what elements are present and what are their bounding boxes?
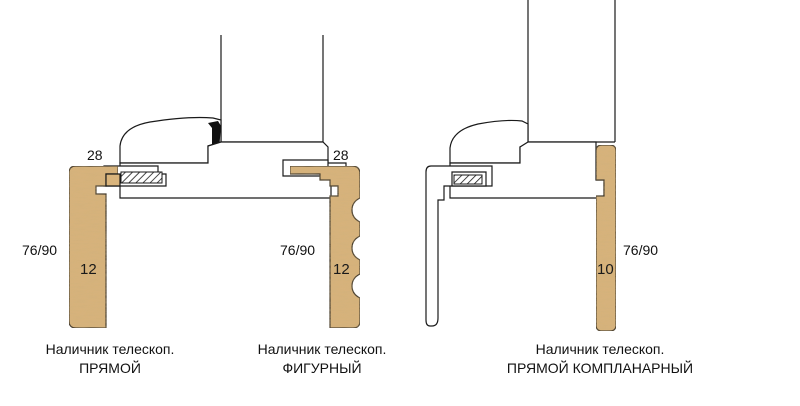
casing-straight-tongue [105,173,121,187]
caption-shaped-line2: ФИГУРНЫЙ [282,360,362,376]
door-leaf [220,35,324,143]
door-stop-coplanar [449,119,529,164]
top-dimension-straight: 28 [87,147,103,163]
top-dimension-shaped: 28 [333,147,349,163]
caption-coplanar-line1: Наличник телескоп. [535,341,665,357]
side-dimension-shaped: 76/90 [280,242,316,258]
thickness-straight: 12 [80,261,97,278]
left-hatched-insert [120,171,163,184]
caption-straight: Наличник телескоп. ПРЯМОЙ [0,340,240,378]
coplanar-hatched-insert [453,174,483,185]
caption-straight-line2: ПРЯМОЙ [79,360,141,376]
door-leaf-coplanar [527,0,616,143]
caption-coplanar: Наличник телескоп. ПРЯМОЙ КОМПЛАНАРНЫЙ [470,340,730,378]
casing-coplanar [595,144,617,332]
side-dimension-coplanar: 76/90 [623,242,659,258]
thickness-shaped: 12 [333,261,350,278]
caption-shaped: Наличник телескоп. ФИГУРНЫЙ [192,340,452,378]
side-dimension-straight: 76/90 [22,242,58,258]
right-assembly [425,0,616,327]
caption-coplanar-line2: ПРЯМОЙ КОМПЛАНАРНЫЙ [506,360,694,376]
thickness-coplanar: 10 [597,261,614,278]
casing-shaped [289,165,361,329]
caption-straight-line1: Наличник телескоп. [45,341,175,357]
casing-straight [68,165,119,329]
door-stop [119,116,222,164]
caption-shaped-line1: Наличник телескоп. [257,341,387,357]
